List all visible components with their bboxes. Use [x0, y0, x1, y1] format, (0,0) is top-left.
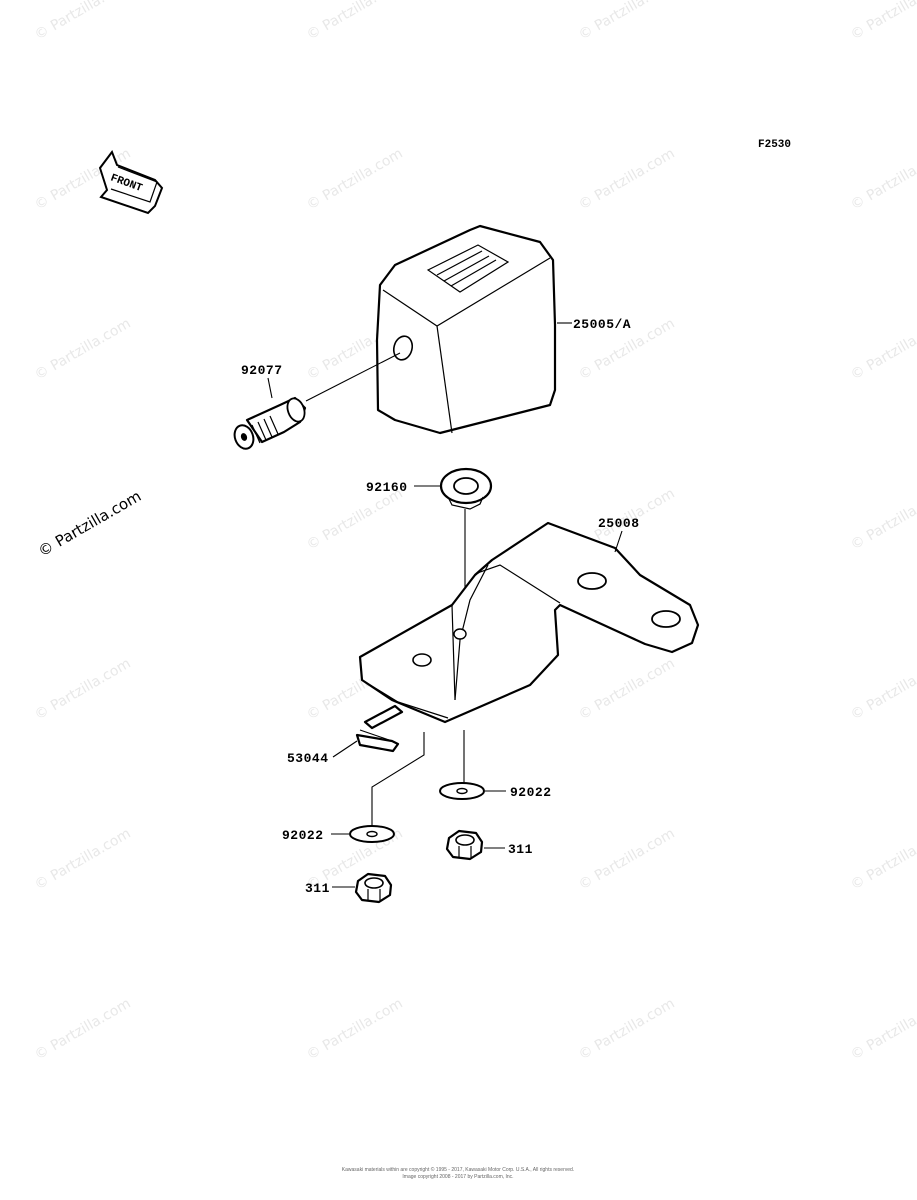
- label-25008: 25008: [598, 516, 640, 531]
- watermark-tile: © Partzilla.com: [576, 996, 678, 1064]
- watermark-tile: © Partzilla.com: [32, 996, 134, 1064]
- leader-left-stack: [371, 732, 425, 828]
- label-53044: 53044: [287, 751, 329, 766]
- label-92022-right: 92022: [510, 785, 552, 800]
- label-92077: 92077: [241, 363, 283, 378]
- part-311-nut-right[interactable]: [445, 829, 484, 861]
- watermark-tile: © Partzilla.com: [848, 316, 917, 384]
- watermark-tile: © Partzilla.com: [32, 0, 134, 43]
- watermark-tile: © Partzilla.com: [848, 0, 917, 43]
- figure-code: F2530: [758, 139, 791, 151]
- part-25008-bracket[interactable]: [358, 521, 700, 724]
- watermark-tile: © Partzilla.com: [304, 0, 406, 43]
- watermark-tile: © Partzilla.com: [32, 826, 134, 894]
- footer-copyright: Kawasaki materials within are copyright …: [342, 1166, 574, 1173]
- part-311-nut-left[interactable]: [354, 872, 393, 904]
- part-92022-washer-right[interactable]: [439, 782, 485, 800]
- watermark-tile: © Partzilla.com: [576, 0, 678, 43]
- part-25005a-meter-housing[interactable]: [375, 224, 557, 435]
- watermark-tile: © Partzilla.com: [32, 656, 134, 724]
- label-311-right: 311: [508, 842, 533, 857]
- watermark-layer: © Partzilla.com © Partzilla.com © Partzill…: [32, 0, 917, 1063]
- watermark-tile: © Partzilla.com: [848, 826, 917, 894]
- watermark-tile: © Partzilla.com: [304, 996, 406, 1064]
- part-92022-washer-left[interactable]: [349, 825, 395, 843]
- label-311-left: 311: [305, 881, 330, 896]
- watermark-tile: © Partzilla.com: [576, 826, 678, 894]
- footer-image-copyright: Image copyright 2008 - 2017 by Partzilla…: [402, 1174, 513, 1180]
- front-arrow-icon: FRONT: [98, 149, 164, 215]
- watermark-tile: © Partzilla.com: [304, 146, 406, 214]
- label-25005a: 25005/A: [573, 317, 631, 332]
- part-92077-gear[interactable]: [231, 352, 401, 451]
- label-92022-left: 92022: [282, 828, 324, 843]
- watermark-tile: © Partzilla.com: [576, 656, 678, 724]
- watermark-tile: © Partzilla.com: [848, 996, 917, 1064]
- watermark-tile: © Partzilla.com: [848, 486, 917, 554]
- label-92160: 92160: [366, 480, 408, 495]
- watermark-tile: © Partzilla.com: [32, 316, 134, 384]
- watermark-tile: © Partzilla.com: [304, 486, 406, 554]
- watermark-tile: © Partzilla.com: [576, 146, 678, 214]
- watermark-tile: © Partzilla.com: [848, 146, 917, 214]
- watermark-tile: © Partzilla.com: [848, 656, 917, 724]
- part-92160-grommet[interactable]: [439, 467, 493, 620]
- part-53044-pad[interactable]: [355, 704, 404, 753]
- watermark-main: © Partzilla.com: [35, 487, 144, 560]
